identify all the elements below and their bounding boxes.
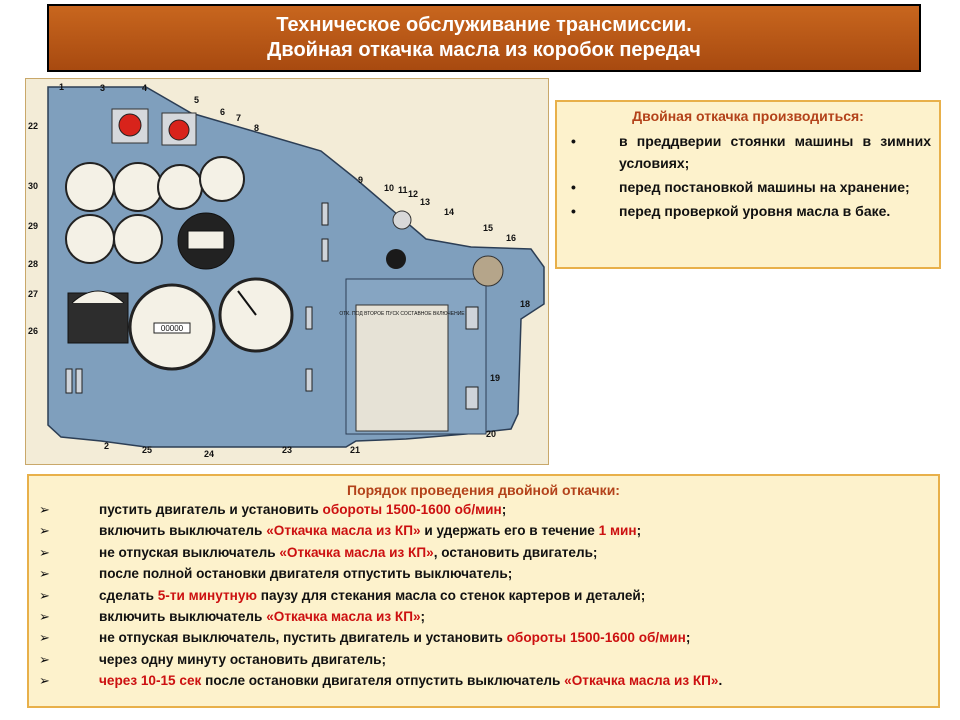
svg-text:1: 1	[59, 82, 64, 92]
steps-header: Порядок проведения двойной откачки:	[347, 482, 620, 498]
svg-text:26: 26	[28, 326, 38, 336]
arrow-bullet-icon: ➢	[39, 673, 50, 689]
steps-box: Порядок проведения двойной откачки: ➢пус…	[27, 474, 940, 708]
svg-text:24: 24	[204, 449, 214, 459]
small-gauge-icon	[157, 164, 203, 210]
connector-icon	[472, 255, 504, 287]
title-bar: Техническое обслуживание трансмиссии. Дв…	[47, 4, 921, 72]
knob-icon	[386, 249, 406, 269]
svg-text:4: 4	[142, 83, 147, 93]
svg-text:2: 2	[104, 441, 109, 451]
svg-text:30: 30	[28, 181, 38, 191]
arrow-bullet-icon: ➢	[39, 523, 50, 539]
svg-text:10: 10	[384, 183, 394, 193]
small-gauge-icon	[113, 162, 163, 212]
list-item: ➢не отпуская выключатель «Откачка масла …	[35, 542, 932, 563]
svg-text:6: 6	[220, 107, 225, 117]
arrow-bullet-icon: ➢	[39, 544, 50, 560]
info-header: Двойная откачка производиться:	[632, 108, 864, 124]
list-item: ➢через одну минуту остановить двигатель;	[35, 649, 932, 670]
list-item: •перед проверкой уровня масла в баке.	[565, 200, 931, 222]
list-item: ➢не отпуская выключатель, пустить двигат…	[35, 627, 932, 648]
list-item: ➢после полной остановки двигателя отпуст…	[35, 563, 932, 584]
instrument-panel-drawing: 00000 ОТК. ПОД ВТОРОЕ ПУСК СОСТАВНОЕ ВКЛ…	[28, 82, 545, 459]
svg-text:19: 19	[490, 373, 500, 383]
svg-text:27: 27	[28, 289, 38, 299]
info-box: Двойная откачка производиться: •в преддв…	[555, 100, 941, 269]
arrow-bullet-icon: ➢	[39, 630, 50, 646]
svg-text:28: 28	[28, 259, 38, 269]
svg-text:14: 14	[444, 207, 454, 217]
small-gauge-icon	[65, 214, 115, 264]
instruction-sticker	[355, 304, 449, 432]
list-item: ➢включить выключатель «Откачка масла из …	[35, 520, 932, 541]
arrow-bullet-icon: ➢	[39, 609, 50, 625]
switch-icon	[392, 210, 412, 230]
list-item: ➢сделать 5-ти минутную паузу для стекани…	[35, 585, 932, 606]
bullet-icon: •	[571, 203, 576, 219]
title-line-1: Техническое обслуживание трансмиссии.	[276, 14, 692, 36]
list-item: ➢включить выключатель «Откачка масла из …	[35, 606, 932, 627]
svg-text:8: 8	[254, 123, 259, 133]
svg-text:5: 5	[194, 95, 199, 105]
arrow-bullet-icon: ➢	[39, 587, 50, 603]
list-item: •перед постановкой машины на хранение;	[565, 176, 931, 198]
svg-text:22: 22	[28, 121, 38, 131]
list-item: •в преддверии стоянки машины в зимних ус…	[565, 130, 931, 174]
warning-lamp-icon	[118, 113, 142, 137]
arrow-bullet-icon: ➢	[39, 502, 50, 517]
svg-text:7: 7	[236, 113, 241, 123]
info-list: •в преддверии стоянки машины в зимних ус…	[565, 130, 931, 222]
svg-text:18: 18	[520, 299, 530, 309]
svg-text:23: 23	[282, 445, 292, 455]
svg-text:ОТК. ПОД ВТОРОЕ ПУСК СОСТАВНОЕ: ОТК. ПОД ВТОРОЕ ПУСК СОСТАВНОЕ ВКЛЮЧЕНИЕ	[339, 311, 465, 317]
bullet-icon: •	[571, 133, 576, 149]
bullet-icon: •	[571, 179, 576, 195]
svg-text:11: 11	[398, 185, 408, 195]
svg-text:15: 15	[483, 223, 493, 233]
arrow-bullet-icon: ➢	[39, 566, 50, 582]
svg-text:29: 29	[28, 221, 38, 231]
svg-text:9: 9	[358, 175, 363, 185]
svg-text:20: 20	[486, 429, 496, 439]
odometer-digits: 00000	[161, 324, 184, 333]
instrument-panel-illustration: 00000 ОТК. ПОД ВТОРОЕ ПУСК СОСТАВНОЕ ВКЛ…	[25, 78, 549, 465]
warning-lamp-icon	[168, 119, 190, 141]
svg-text:13: 13	[420, 197, 430, 207]
svg-text:21: 21	[350, 445, 360, 455]
list-item: ➢через 10-15 сек после остановки двигате…	[35, 670, 932, 691]
arrow-bullet-icon: ➢	[39, 651, 50, 667]
title-line-2: Двойная откачка масла из коробок передач	[267, 39, 701, 61]
svg-text:12: 12	[408, 189, 418, 199]
small-gauge-icon	[65, 162, 115, 212]
list-item: ➢пустить двигатель и установить обороты …	[35, 499, 932, 520]
svg-text:16: 16	[506, 233, 516, 243]
svg-text:3: 3	[100, 83, 105, 93]
small-gauge-icon	[113, 214, 163, 264]
small-gauge-icon	[199, 156, 245, 202]
svg-text:25: 25	[142, 445, 152, 455]
